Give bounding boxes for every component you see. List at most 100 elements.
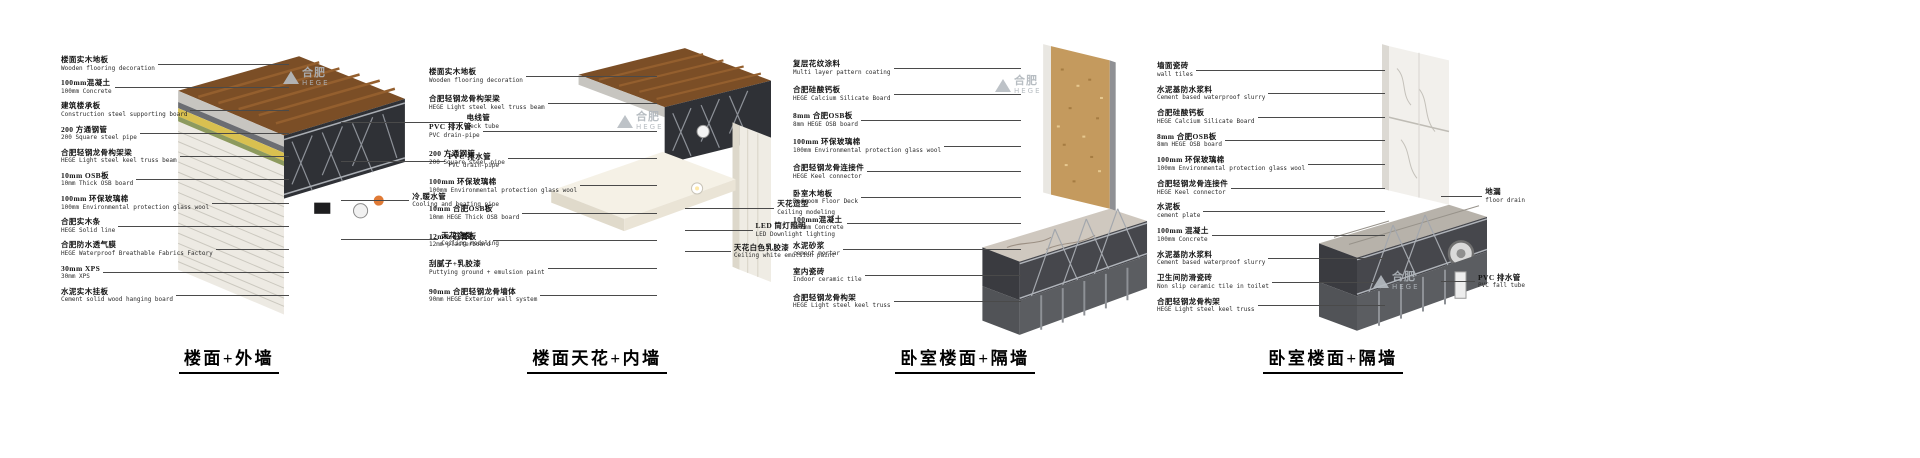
label-en: HEGE Light steel keel truss [793,302,891,310]
label-zh: 室内瓷砖 [793,266,825,276]
leader-line [861,119,1021,121]
label-en: Cement based waterproof slurry [1157,259,1266,267]
label-zh: 8mm 合肥OSB板 [1157,131,1217,141]
label-en: 90mm HEGE Exterior wall system [429,296,538,304]
hege-watermark: 合肥 HEGE [1373,271,1420,291]
leader-line [507,158,657,160]
leader-line [1441,281,1476,283]
ceiling-plane [551,151,736,232]
mountain-logo-icon [617,115,633,128]
label-en: 100mm Concrete [1157,235,1208,243]
label-en: HEGE Keel connector [793,172,862,180]
label-en: 8mm HEGE OSB board [793,120,859,128]
label-en: 100mm Environmental protection glass woo… [61,203,210,211]
label-zh: 复层花纹涂料 [793,59,841,68]
wood-floor-top [178,56,405,136]
label-zh: 楼面实木地板 [61,55,109,64]
label-zh: 水泥基防水浆料 [1157,84,1213,94]
leader-line [547,103,657,105]
label-zh: 100mm 环保玻璃棉 [793,136,861,146]
label-en: 8mm HEGE OSB board [1157,141,1223,149]
label-zh: 100mm混凝土 [793,214,843,224]
label-zh: 100mm 混凝土 [1157,226,1209,236]
illustration-floor-exterior-wall [177,56,406,315]
label-zh: 100mm 环保玻璃棉 [61,194,129,204]
marble-tile-wall [1382,44,1450,205]
label-en: Cement solid wood hanging board [61,296,173,304]
label-en: Wooden flooring decoration [429,76,523,84]
label-zh: 地漏 [1485,187,1502,196]
leader-line [1257,305,1385,307]
leader-line [212,202,289,204]
panel-title: 楼面+外墙 [45,344,413,374]
label-en: Ceiling modeling [441,240,499,248]
leader-line [1231,187,1385,189]
leader-line [685,207,775,209]
illustration-bedroom-floor-partition [982,44,1148,335]
hege-watermark: 合肥 HEGE [995,75,1042,95]
leader-line [179,156,289,158]
label-en: HEGE Waterproof Breathable Fabrics Facto… [61,250,213,257]
leader-line [1441,195,1483,197]
label-en: 100mm Concrete [793,224,844,232]
leader-line [864,275,1021,277]
label-zh: PVC 排水管 [448,152,492,162]
label-zh: 200 方通钢管 [61,124,108,134]
leader-line [944,145,1021,147]
label-zh: 水泥板 [1157,202,1181,212]
label-zh: 天花白色乳胶漆 [733,242,790,252]
label-zh: LED 筒灯照明 [755,220,807,230]
lower-steel-studs [1319,251,1487,331]
label-zh: 100mm 环保玻璃棉 [429,176,497,186]
leader-line [1203,211,1385,213]
panel-title-text: 楼面+外墙 [178,344,280,374]
label-en: HEGE Calcium Silicate Board [1157,117,1255,125]
leader-line [893,67,1021,69]
label-zh: 100mm 环保玻璃棉 [1157,155,1225,165]
mountain-logo-icon [1373,275,1389,288]
label-zh: 建筑楼承板 [61,101,101,111]
watermark-en: HEGE [1392,282,1420,291]
label-en: floor drain [1485,196,1525,204]
